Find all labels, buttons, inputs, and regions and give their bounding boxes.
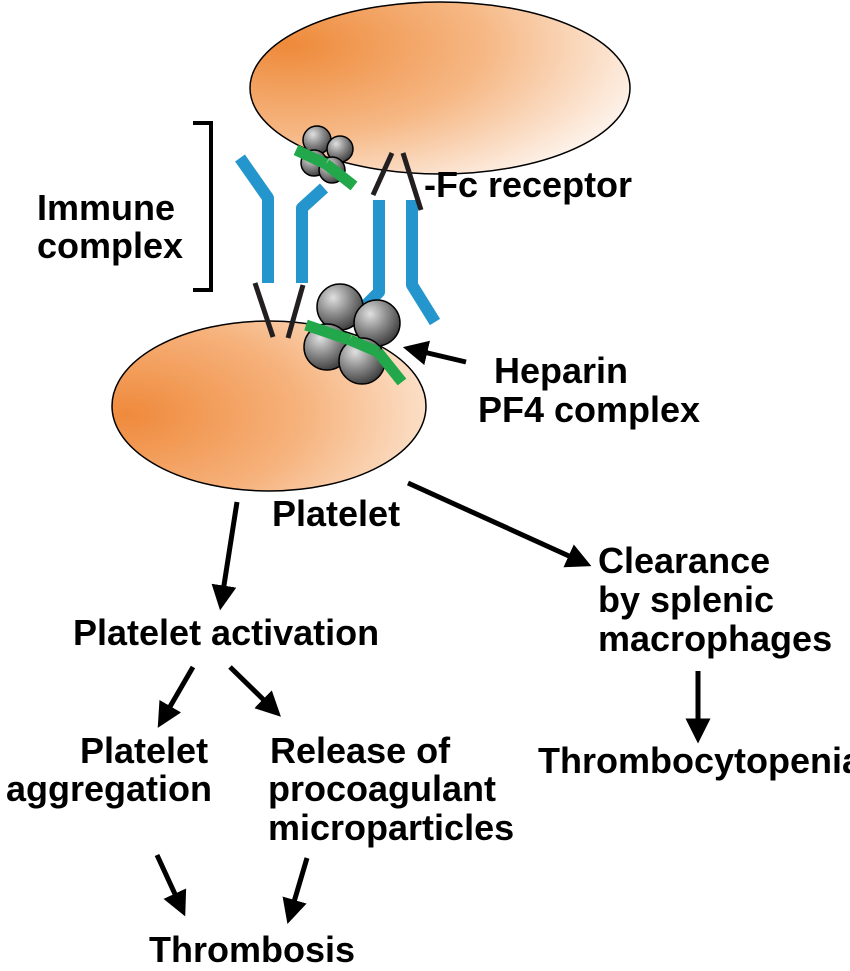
fc-receptor-bottom: [252, 282, 306, 339]
arrow-release-to-thrombosis: [282, 857, 310, 924]
heparin-label-line1: Heparin: [494, 350, 628, 391]
heparin-pf4-complex-top: [293, 125, 358, 191]
thrombocytopenia-label: Thrombocytopenia: [538, 740, 850, 781]
arrow-platelet-to-clearance: [406, 480, 592, 568]
arrow-activation-to-aggregation: [157, 665, 196, 728]
release-label-line2: procoagulant: [268, 768, 496, 809]
arrow-aggregation-to-thrombosis: [154, 853, 187, 917]
release-label-line1: Release of: [270, 730, 451, 771]
clearance-label-line2: by splenic: [598, 579, 774, 620]
platelet-aggregation-label-line1: Platelet: [80, 730, 208, 771]
platelet-activation-label: Platelet activation: [73, 612, 379, 653]
heparin-pf4-complex-bottom: [303, 283, 407, 386]
fc-receptor-top: [370, 151, 424, 211]
arrow-platelet-to-activation: [211, 501, 240, 611]
immune-complex-label-line2: complex: [37, 225, 183, 266]
clearance-label-line1: Clearance: [598, 540, 770, 581]
fc-receptor-label: -Fc receptor: [424, 164, 632, 205]
platelet-label: Platelet: [272, 493, 400, 534]
arrow-activation-to-release: [228, 665, 281, 717]
macrophage-cell: [249, 1, 631, 175]
immune-complex-label-line1: Immune: [37, 187, 175, 228]
immune-complex-bracket: [193, 121, 213, 292]
clearance-label-line3: macrophages: [598, 618, 832, 659]
thrombosis-label: Thrombosis: [149, 929, 355, 970]
release-label-line3: microparticles: [268, 807, 514, 848]
heparin-label-line2: PF4 complex: [478, 389, 700, 430]
heparin-pointer-arrow: [402, 340, 467, 366]
platelet-aggregation-label-line2: aggregation: [6, 768, 212, 809]
antibody-left: [235, 154, 329, 283]
